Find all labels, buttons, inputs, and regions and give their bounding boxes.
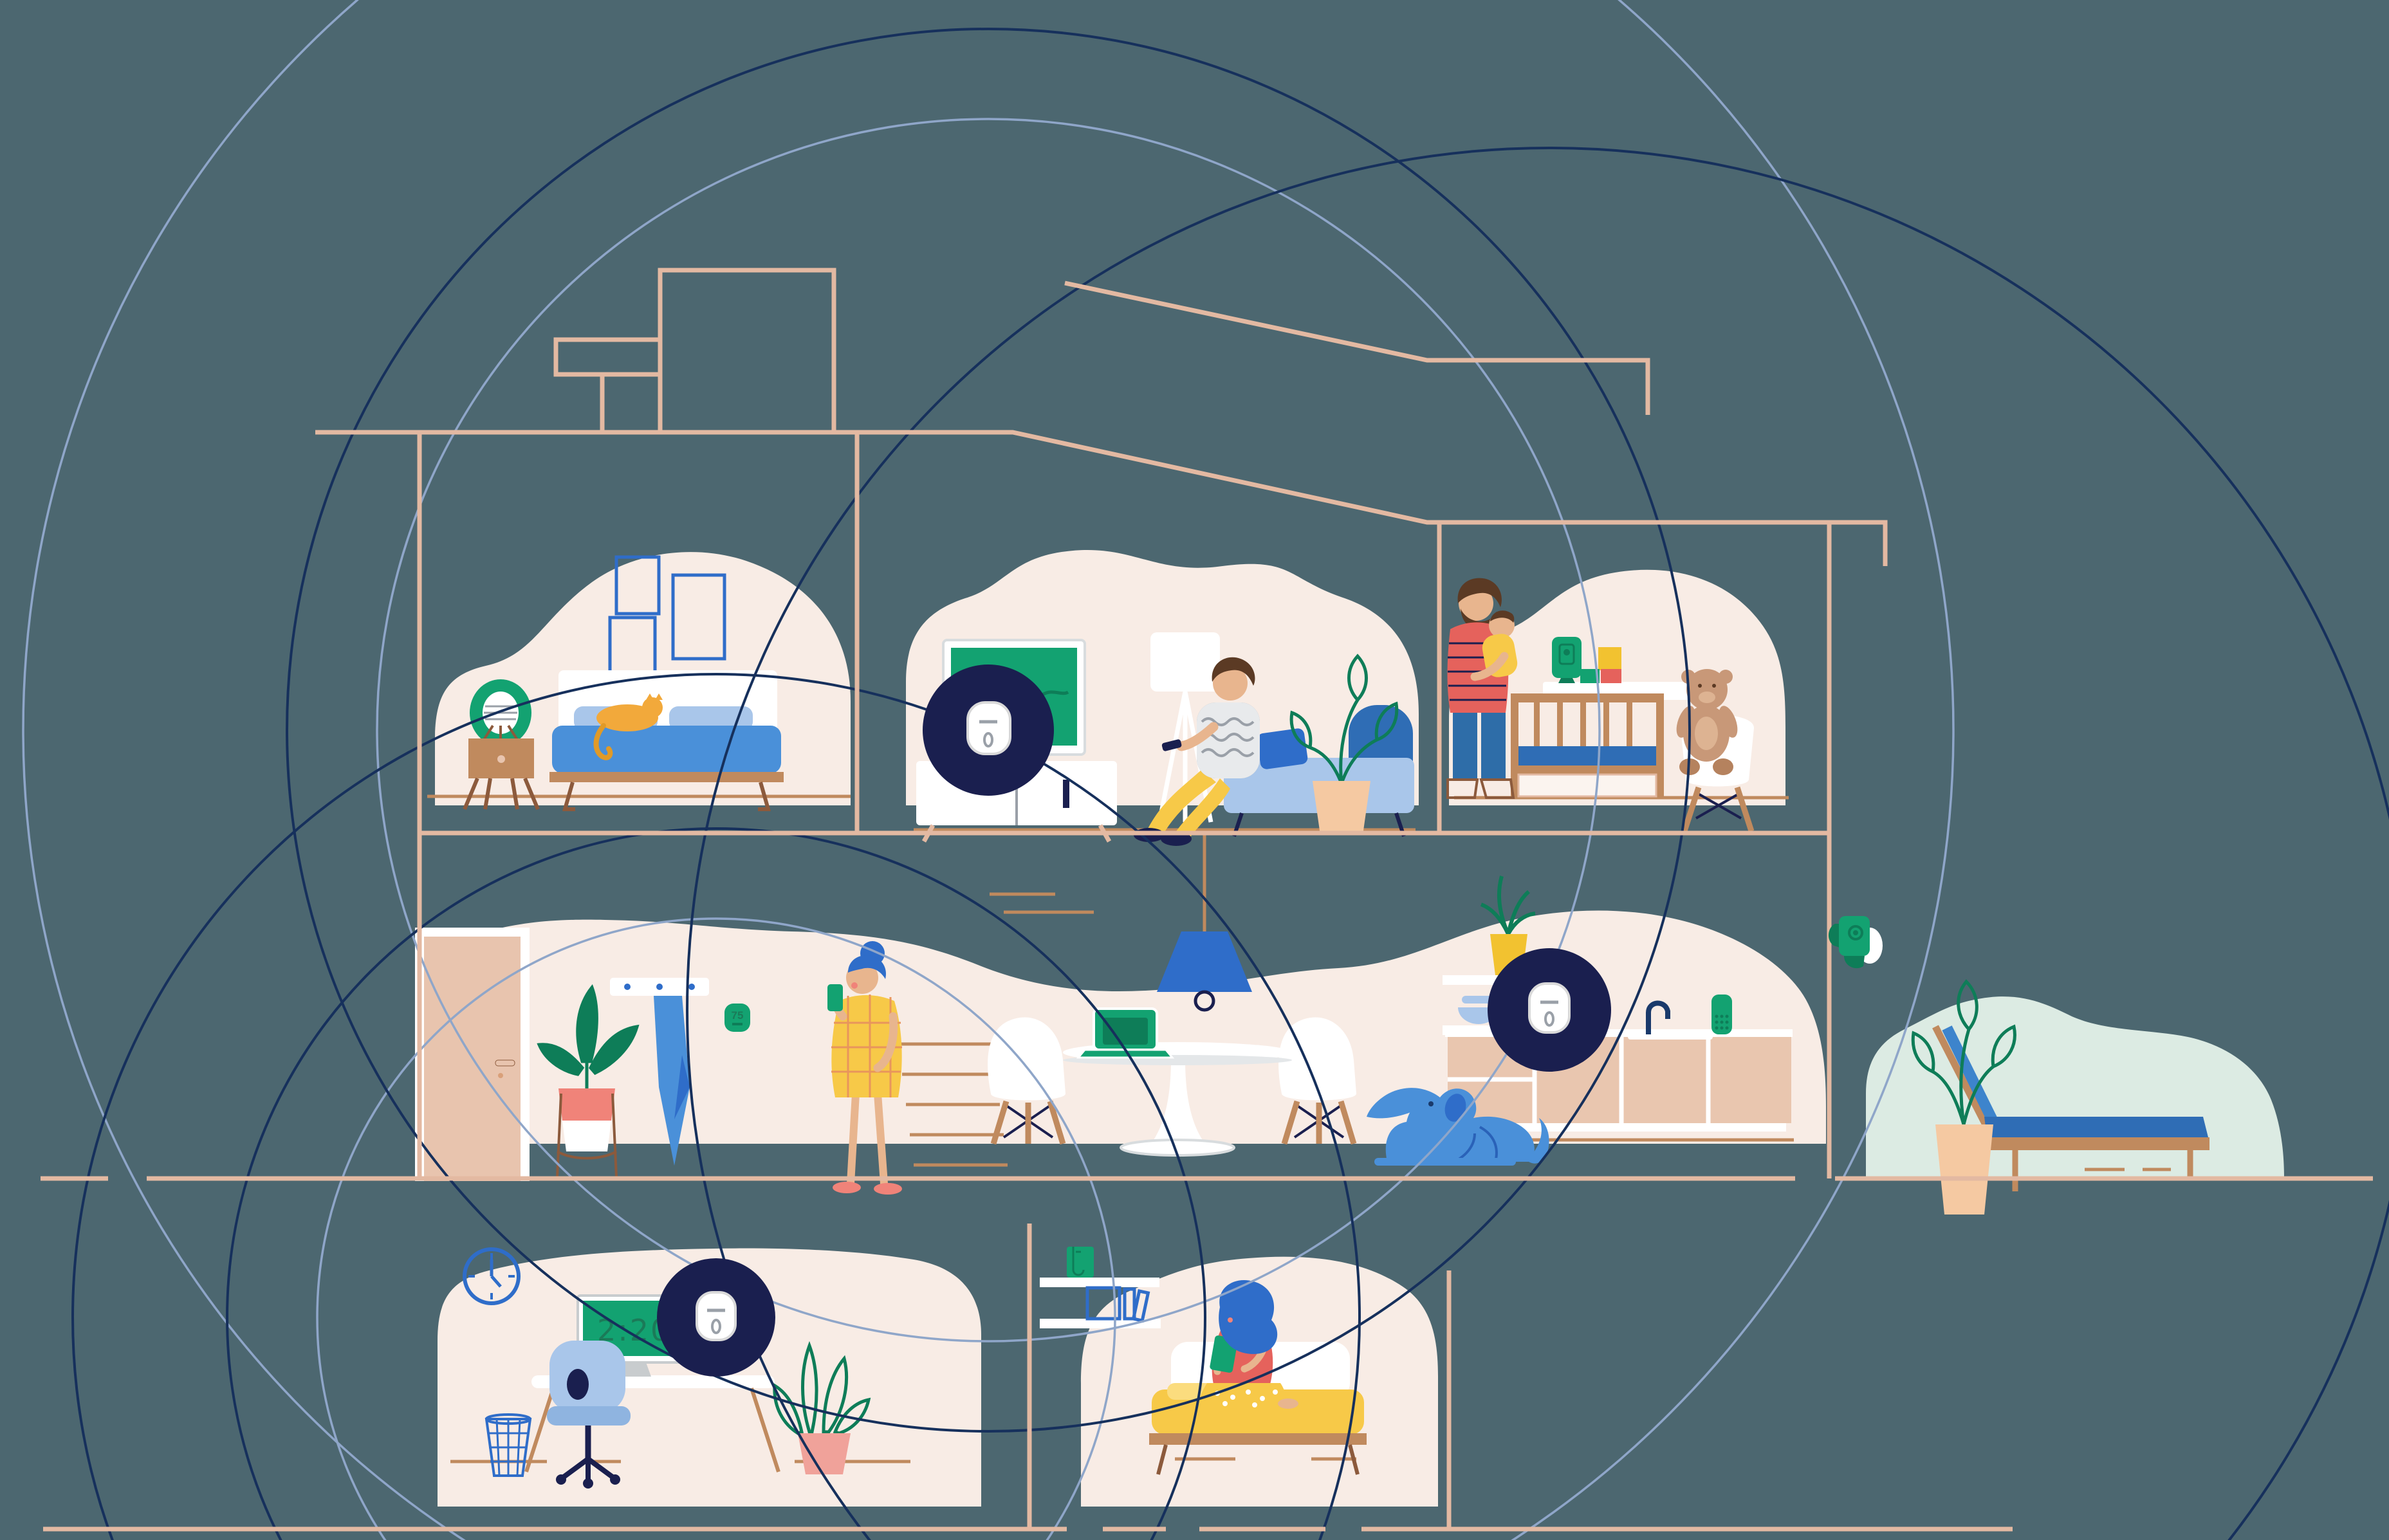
coverage-ring-light	[22, 0, 1955, 1540]
mesh-nodes	[657, 665, 1611, 1377]
books	[1085, 1286, 1150, 1323]
door-handle	[495, 1059, 515, 1067]
sink-faucet	[1628, 1000, 1713, 1040]
cabinet-handle	[1063, 780, 1069, 808]
dining-area	[988, 835, 1357, 1157]
walls	[417, 432, 1832, 1529]
teddy-bear	[1676, 669, 1738, 775]
nightstand-legs	[463, 777, 540, 811]
dining-chair	[988, 1017, 1066, 1145]
nightstand	[463, 679, 540, 811]
office-plant	[773, 1341, 871, 1474]
dog-snout	[1367, 1088, 1440, 1119]
crib	[1511, 693, 1664, 799]
bed	[549, 670, 784, 811]
dog-ear	[1444, 1094, 1466, 1122]
roof-and-chimney	[315, 268, 1888, 566]
potted-plant	[1289, 654, 1399, 835]
lounge-frame	[1980, 1137, 2209, 1150]
coat-rack	[610, 978, 709, 1166]
security-camera-icon	[1828, 916, 1883, 969]
storage-box	[1067, 1247, 1094, 1278]
picture-frame	[614, 555, 661, 616]
hair	[1212, 657, 1255, 686]
hair	[1219, 1279, 1278, 1354]
stair-lines	[898, 892, 1094, 1167]
toy-blocks	[1580, 647, 1621, 683]
plant-pot	[558, 1088, 615, 1121]
drawer-knob	[497, 755, 505, 763]
coverage-ring-light	[376, 118, 1601, 1343]
wifi-node-icon	[1488, 948, 1611, 1072]
bed-frame	[1149, 1433, 1367, 1445]
book-shelf	[1040, 1319, 1161, 1328]
father-holding-baby	[1446, 578, 1518, 799]
waste-basket	[484, 1413, 532, 1477]
coverage-ring	[686, 147, 2389, 1540]
pendant-lamp	[1157, 835, 1252, 1012]
chair-with-teddy	[1676, 669, 1755, 832]
plant-stand	[537, 984, 640, 1178]
roof-eaves	[315, 430, 1888, 566]
dog-tail	[1529, 1118, 1549, 1164]
wifi-coverage-rings	[22, 0, 2389, 1540]
lounge-cushion	[1984, 1117, 2208, 1137]
coverage-ring	[226, 827, 1206, 1540]
dog	[1367, 1088, 1549, 1166]
crib-drawer	[1517, 773, 1657, 798]
coverage-ring	[286, 28, 1691, 1433]
roof-step	[553, 337, 660, 432]
crib-mattress	[1518, 746, 1656, 765]
wifi-node-icon	[657, 1258, 775, 1377]
polka-dot-skirt	[1199, 1383, 1286, 1407]
picture-frames	[608, 555, 726, 675]
sleeping-cat	[593, 693, 663, 760]
plant-pot	[1935, 1124, 1993, 1215]
patio-plant	[1911, 979, 2016, 1215]
man-with-remote	[1134, 657, 1260, 846]
lamp-shade	[1157, 931, 1252, 992]
thermostat-icon: 75	[724, 1004, 750, 1032]
kitchen	[1443, 875, 1794, 1142]
nursery-content	[1446, 578, 1789, 832]
blanket	[552, 726, 781, 773]
dining-chair	[1278, 1017, 1357, 1145]
lounge-chair	[1932, 1025, 2209, 1191]
plant-pot	[1313, 781, 1370, 835]
bedroom-content	[427, 555, 851, 811]
roof-parapet	[1064, 280, 1650, 415]
book-shelf	[1040, 1278, 1159, 1287]
bed-leg	[758, 782, 771, 811]
girl-reading-tablet	[1199, 1279, 1298, 1409]
sofa-pillow	[1257, 728, 1308, 769]
wifi-node-icon	[923, 665, 1054, 796]
thermostat-value: 75	[732, 1009, 744, 1022]
chimney	[658, 268, 836, 432]
coverage-ring	[71, 673, 1361, 1540]
smartphone	[827, 984, 843, 1011]
hallway-content: 75	[415, 835, 1794, 1195]
pillow	[669, 706, 753, 731]
office-chair	[547, 1341, 631, 1489]
front-door	[415, 928, 530, 1181]
wall-clock-icon	[463, 1247, 521, 1305]
woman-with-phone	[827, 941, 902, 1195]
hanging-jacket	[654, 996, 690, 1166]
bed-leg	[562, 782, 575, 811]
smart-speaker-icon	[1711, 995, 1732, 1034]
patio-content	[1911, 979, 2209, 1215]
remote-control	[1161, 739, 1182, 751]
floor-slabs	[41, 830, 2373, 1532]
lamp-shade	[1150, 632, 1220, 692]
picture-frame	[671, 573, 726, 661]
baby-monitor-icon	[1552, 637, 1582, 683]
bed-frame	[549, 772, 784, 782]
plant-pot	[798, 1433, 851, 1474]
laptop	[1076, 1007, 1175, 1059]
house-structure	[41, 268, 2373, 1532]
coverage-ring-light	[316, 917, 1116, 1540]
